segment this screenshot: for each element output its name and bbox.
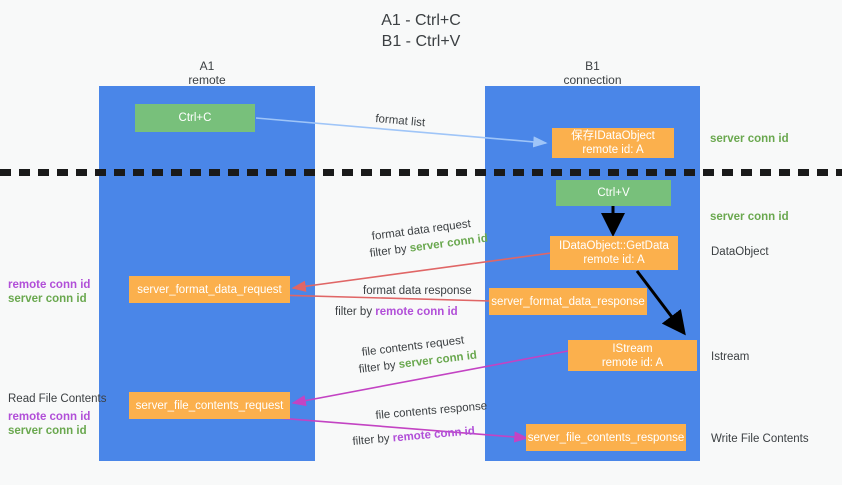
edge-label-format-data-response: format data response — [363, 284, 472, 299]
node-getdata-line1: IDataObject::GetData — [559, 240, 669, 252]
edge-label-format-list-text: format list — [374, 112, 426, 130]
node-ctrl-c-label: Ctrl+C — [178, 112, 212, 124]
right-label-istream: Istream — [711, 351, 750, 363]
arrow-file-contents-request — [291, 350, 569, 407]
node-server-format-data-request[interactable]: server_format_data_request — [129, 276, 290, 303]
edge-filter-prefix: filter by — [358, 359, 400, 376]
column-header-b1: B1 connection — [485, 59, 700, 87]
node-getdata-line2: remote id: A — [583, 254, 645, 266]
node-save-idataobject[interactable]: 保存IDataObject remote id: A — [552, 128, 674, 158]
left-label-read-file-contents: Read File Contents — [8, 393, 107, 405]
node-istream-line1: IStream — [612, 342, 653, 355]
node-idataobject-getdata[interactable]: IDataObject::GetData remote id: A — [550, 236, 678, 270]
edge-label-format-data-response-text: format data response — [363, 285, 472, 297]
right-label-dataobject: DataObject — [711, 246, 769, 258]
right-label-server-conn-id-mid: server conn id — [710, 211, 789, 223]
edge-filter-key-remote-conn-id: remote conn id — [375, 306, 458, 318]
arrow-format-list — [255, 117, 548, 148]
column-a1-name: A1 — [199, 59, 215, 73]
node-ctrl-v[interactable]: Ctrl+V — [556, 180, 671, 206]
node-ctrl-c[interactable]: Ctrl+C — [135, 104, 255, 132]
node-istream-line2: remote id: A — [601, 356, 664, 369]
column-b1-sub: connection — [563, 73, 622, 87]
title-line-2: B1 - Ctrl+V — [381, 33, 461, 50]
node-server-file-contents-response-label: server_file_contents_response — [527, 431, 685, 444]
title-line-1: A1 - Ctrl+C — [381, 12, 461, 29]
node-server-file-contents-response[interactable]: server_file_contents_response — [526, 424, 686, 451]
node-server-file-contents-request-label: server_file_contents_request — [135, 399, 284, 412]
node-save-idataobject-line2: remote id: A — [582, 144, 644, 156]
edge-filter-prefix: filter by — [335, 306, 376, 318]
node-server-format-data-request-label: server_format_data_request — [137, 283, 282, 296]
left-label-server-conn-id-1: server conn id — [8, 293, 87, 305]
diagram-title: A1 - Ctrl+C B1 - Ctrl+V — [0, 10, 842, 52]
node-istream[interactable]: IStream remote id: A — [568, 340, 697, 371]
edge-filter-prefix: filter by — [369, 242, 411, 260]
left-label-server-conn-id-2: server conn id — [8, 425, 87, 437]
left-label-remote-conn-id-2: remote conn id — [8, 411, 91, 423]
arrow-format-data-request — [291, 252, 552, 292]
node-ctrl-v-label: Ctrl+V — [597, 187, 630, 199]
left-label-remote-conn-id-1: remote conn id — [8, 279, 91, 291]
edge-filter-format-data-response: filter by remote conn id — [335, 305, 458, 320]
arrow-getdata-to-istream — [635, 270, 686, 336]
node-server-format-data-response-label: server_format_data_response — [491, 295, 645, 308]
column-header-a1: A1 remote — [99, 59, 315, 87]
node-server-format-data-response[interactable]: server_format_data_response — [489, 288, 647, 315]
node-save-idataobject-line1: 保存IDataObject — [571, 130, 655, 142]
edge-filter-prefix: filter by — [352, 432, 394, 448]
right-label-server-conn-id-top: server conn id — [710, 133, 789, 145]
dashed-separator — [0, 169, 842, 176]
column-a1-sub: remote — [188, 73, 226, 87]
node-server-file-contents-request[interactable]: server_file_contents_request — [129, 392, 290, 419]
right-label-write-file-contents: Write File Contents — [711, 433, 809, 445]
column-b1-name: B1 — [585, 59, 600, 73]
